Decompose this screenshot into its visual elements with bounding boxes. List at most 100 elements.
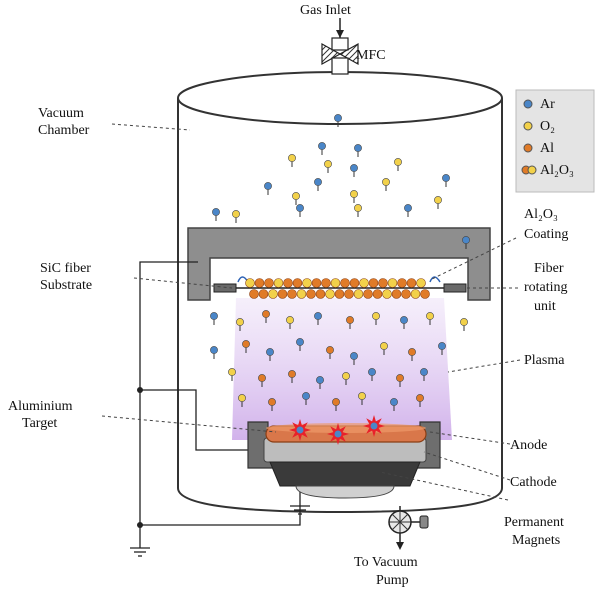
particle-oxygen <box>372 312 380 325</box>
coating-particle <box>268 289 278 299</box>
particle-argon <box>266 348 274 361</box>
coating-particle <box>292 278 303 288</box>
particle-argon <box>420 368 428 381</box>
vacuum-chamber-label-2: Chamber <box>38 123 90 138</box>
particle-argon <box>314 312 322 325</box>
coating-particle <box>254 278 265 288</box>
cathode-label: Cathode <box>510 475 557 490</box>
aluminium-target <box>265 423 427 443</box>
coating-particle <box>245 278 255 288</box>
coating-particle <box>325 289 335 299</box>
coating-particle <box>277 289 288 299</box>
anode-label: Anode <box>510 438 547 453</box>
coating-particle <box>321 278 331 288</box>
particle-argon <box>210 312 218 325</box>
coating-particle <box>264 278 274 288</box>
substrate-holder <box>187 227 491 301</box>
coating-particle <box>410 289 421 299</box>
particle-oxygen <box>232 210 240 223</box>
particle-aluminium <box>242 340 250 353</box>
coating-label-1: Al₂O₃ <box>524 207 558 222</box>
particle-argon <box>296 338 304 351</box>
mfc-label: MFC <box>356 48 386 63</box>
particle-argon <box>390 398 398 411</box>
legend-item: Ar <box>523 97 555 112</box>
electrical-wiring <box>130 261 310 557</box>
coating-particle <box>359 278 369 288</box>
particle-oxygen <box>394 158 402 171</box>
coating-particle <box>296 289 307 299</box>
legend-item: Al₂O₃ <box>521 163 574 178</box>
particle-oxygen <box>324 160 332 173</box>
vacuum-pump-label-1: To Vacuum <box>354 555 418 570</box>
particle-aluminium <box>288 370 296 383</box>
sic-fiber-substrate <box>213 276 467 293</box>
coating-label-2: Coating <box>524 227 568 242</box>
legend-label: O₂ <box>540 119 555 134</box>
legend-item: Al <box>523 141 554 156</box>
coating-particle <box>368 278 379 288</box>
particle-oxygen <box>380 342 388 355</box>
particle-oxygen <box>382 178 390 191</box>
particle-oxygen <box>426 312 434 325</box>
spark-icon <box>289 419 311 441</box>
coating-particle <box>334 289 345 299</box>
coating-particle <box>416 278 426 288</box>
coating-particle <box>315 289 326 299</box>
particle-oxygen <box>354 204 362 217</box>
coating-particle <box>378 278 388 288</box>
spark-icon <box>363 415 385 437</box>
sic-fiber-label-2: Substrate <box>40 278 92 293</box>
coating-particle <box>273 278 284 288</box>
permanent-magnets-label-2: Magnets <box>512 533 560 548</box>
coating-particle <box>401 289 411 299</box>
particle-argon <box>400 316 408 329</box>
particle-argon <box>210 346 218 359</box>
aluminium-target-label-1: Aluminium <box>8 399 73 414</box>
gas-inlet-valve <box>321 18 359 75</box>
particle-argon <box>368 368 376 381</box>
particle-oxygen <box>288 154 296 167</box>
aluminium-target-label-2: Target <box>22 416 57 431</box>
particle-aluminium <box>258 374 266 387</box>
particle-argon <box>296 204 304 217</box>
particle-aluminium <box>268 398 276 411</box>
coating-particle <box>306 289 316 299</box>
particle-argon <box>354 144 362 157</box>
leader-lines <box>101 123 521 501</box>
fiber-rotating-label-2: rotating <box>524 280 568 295</box>
particle-aluminium <box>346 316 354 329</box>
particle-oxygen <box>292 192 300 205</box>
particle-oxygen <box>236 318 244 331</box>
particle-aluminium <box>408 348 416 361</box>
legend-label: Al₂O₃ <box>540 163 574 178</box>
particle-oxygen <box>342 372 350 385</box>
coating-particle <box>406 278 417 288</box>
coating-particle <box>382 289 392 299</box>
coating-particle <box>340 278 350 288</box>
coating-particle <box>372 289 383 299</box>
particle-argon <box>442 174 450 187</box>
coating-particle <box>349 278 360 288</box>
particle-oxygen <box>434 196 442 209</box>
coating-particle <box>420 289 430 299</box>
particle-argon <box>316 376 324 389</box>
particle-aluminium <box>262 310 270 323</box>
particle-oxygen <box>286 316 294 329</box>
particle-argon <box>404 204 412 217</box>
particle-aluminium <box>396 374 404 387</box>
particle-oxygen <box>238 394 246 407</box>
coating-particle <box>330 278 341 288</box>
sputter-sparks <box>289 415 385 445</box>
coating-particle <box>391 289 402 299</box>
particle-argon <box>318 142 326 155</box>
particle-argon <box>264 182 272 195</box>
particle-aluminium <box>332 398 340 411</box>
gas-inlet-label: Gas Inlet <box>300 3 351 18</box>
particle-oxygen <box>228 368 236 381</box>
coating-particle <box>249 289 259 299</box>
sic-fiber-label-1: SiC fiber <box>40 261 91 276</box>
permanent-magnets-label-1: Permanent <box>504 515 564 530</box>
vacuum-pump-label-2: Pump <box>376 573 409 588</box>
